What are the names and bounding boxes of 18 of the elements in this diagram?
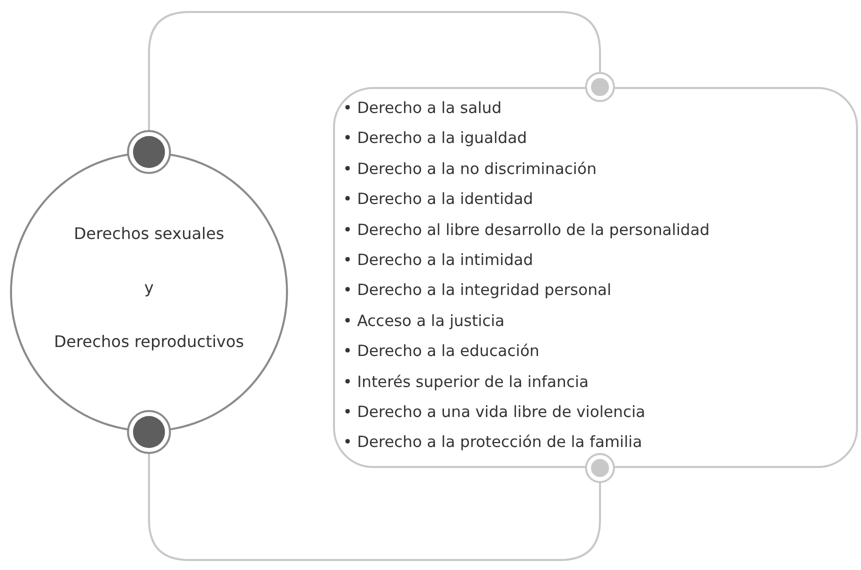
circle-text: y: [143, 278, 155, 297]
list-item: • Derecho a la intimidad: [343, 250, 534, 272]
list-item: • Derecho al libre desarrollo de la personalidad: [343, 220, 710, 241]
list-item: • Derecho a la integridad personal: [343, 280, 612, 302]
circle-text: Derechos reproductivos: [52, 332, 246, 351]
list-item: • Derecho a la educación: [343, 341, 540, 362]
list-item: • Acceso a la justicia: [343, 310, 506, 332]
connector-line: [127, 11, 615, 174]
list-item: • Interés superior de la infancia: [343, 372, 590, 393]
list-item: • Derecho a la protección de la familia: [343, 432, 644, 454]
list-item: • Derecho a una vida libre de violencia: [343, 402, 646, 424]
list-item: • Derecho a la salud: [343, 98, 503, 119]
circle-text: Derechos sexuales: [72, 224, 226, 243]
list-item: • Derecho a la igualdad: [343, 128, 528, 150]
rounded-box: [333, 87, 858, 468]
list-item: • Derecho a la identidad: [343, 189, 534, 210]
list-item: • Derecho a la no discriminación: [343, 158, 598, 180]
connector-line: [127, 410, 615, 561]
